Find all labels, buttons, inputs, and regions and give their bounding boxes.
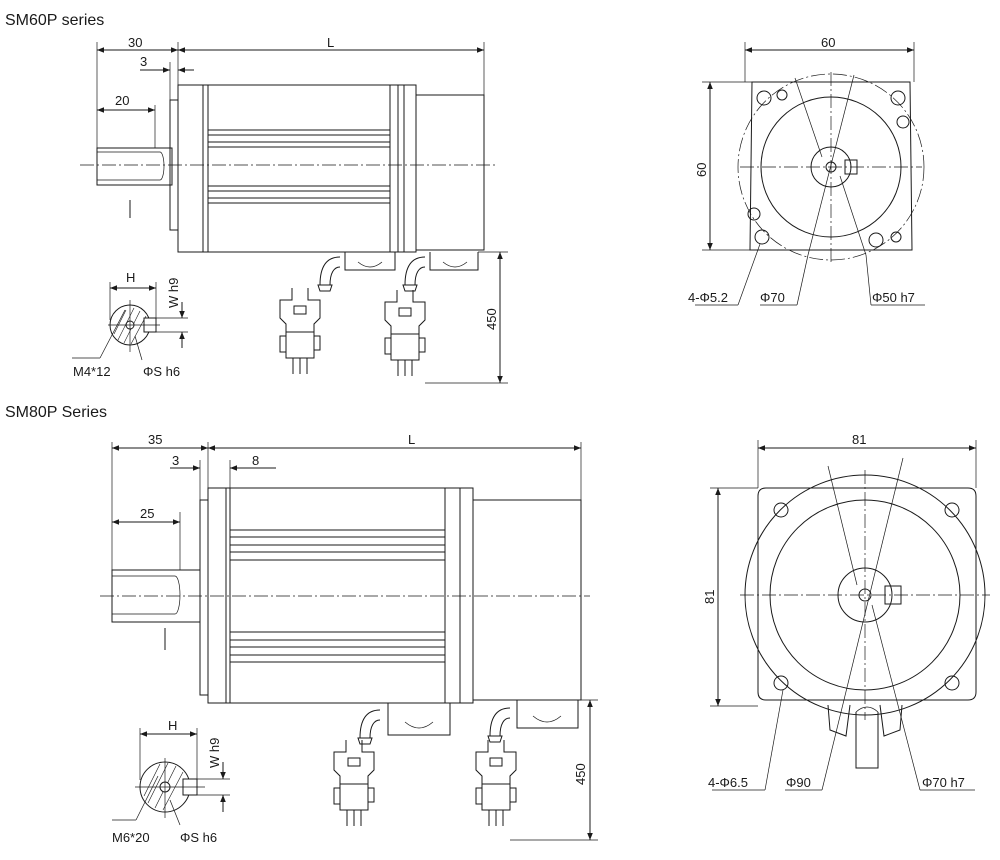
sm80-title: SM80P Series <box>5 404 107 421</box>
sm80-dim-3: 3 <box>172 453 179 468</box>
sm60-front-pcd: Φ70 <box>760 290 785 305</box>
sm60-front-pilot: Φ50 h7 <box>872 290 915 305</box>
sm60-front-width: 60 <box>821 35 835 50</box>
sm60-dim-20: 20 <box>115 93 129 108</box>
sm80-front-width: 81 <box>852 432 866 447</box>
sm60-shaft-section: H W h9 M4*12 ΦS h6 <box>72 270 188 379</box>
sm80-front-pcd: Φ90 <box>786 775 811 790</box>
sm80-front-height: 81 <box>702 590 717 604</box>
sm60-title: SM60P series <box>5 12 104 29</box>
sm80-front-pilot: Φ70 h7 <box>922 775 965 790</box>
sm80-shaft-H: H <box>168 718 177 733</box>
sm80-side-view: 35 L 3 8 25 450 <box>100 432 598 841</box>
sm60-shaft-H: H <box>126 270 135 285</box>
sm60-dim-3: 3 <box>140 54 147 69</box>
sm80-dim-L: L <box>408 432 415 447</box>
sm80-shaft-M: M6*20 <box>112 830 150 845</box>
sm60-dim-30: 30 <box>128 35 142 50</box>
sm80-dim-35: 35 <box>148 432 162 447</box>
sm60-shaft-S: ΦS h6 <box>143 364 180 379</box>
sm60-shaft-W: W h9 <box>166 278 181 308</box>
sm60-front-view: 60 60 4-Φ5.2 Φ70 Φ50 h7 <box>688 35 925 306</box>
sm80-dim-450: 450 <box>573 763 588 785</box>
sm60-dim-L: L <box>327 35 334 50</box>
sm60-front-height: 60 <box>694 163 709 177</box>
sm80-shaft-section: H W h9 M6*20 ΦS h6 <box>112 718 230 845</box>
sm80-shaft-S: ΦS h6 <box>180 830 217 845</box>
sm60-shaft-M: M4*12 <box>73 364 111 379</box>
sm80-shaft-W: W h9 <box>207 738 222 768</box>
sm80-dim-8: 8 <box>252 453 259 468</box>
sm80-dim-25: 25 <box>140 506 154 521</box>
sm80-front-view: 81 81 4-Φ6.5 Φ90 Φ70 h7 <box>702 432 990 791</box>
sm60-front-holes: 4-Φ5.2 <box>688 290 728 305</box>
sm80-front-holes: 4-Φ6.5 <box>708 775 748 790</box>
sm60-side-view: 30 L 3 20 450 <box>80 35 508 384</box>
sm60-dim-450: 450 <box>484 308 499 330</box>
